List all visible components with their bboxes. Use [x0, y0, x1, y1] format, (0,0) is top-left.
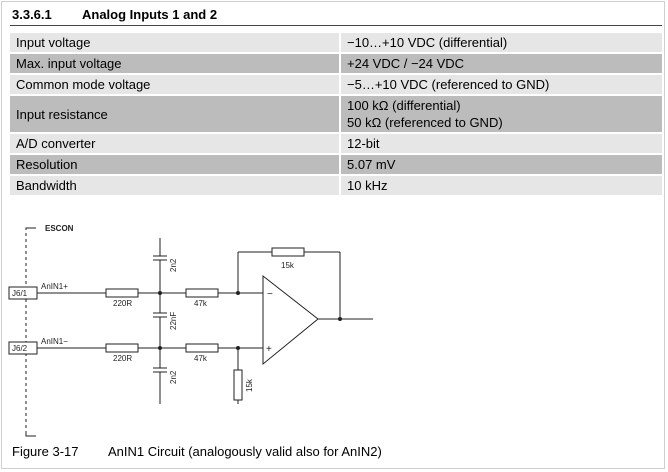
boundary-bracket: [25, 227, 36, 437]
resistor-220r-1: [105, 288, 139, 298]
resistor-47k-1: [185, 288, 219, 298]
section-heading: 3.3.6.1 Analog Inputs 1 and 2: [12, 7, 217, 22]
r-feedback-label: 15k: [281, 261, 295, 270]
junction-dot: [158, 346, 162, 350]
connector-label-1: J6/1: [12, 289, 28, 298]
section-number: 3.3.6.1: [12, 7, 52, 22]
table-row: Resolution 5.07 mV: [10, 155, 662, 174]
spec-label: Max. input voltage: [10, 54, 341, 73]
spec-label: A/D converter: [10, 134, 341, 153]
r-series1-label: 47k: [194, 299, 208, 308]
spec-value: 100 kΩ (differential) 50 kΩ (referenced …: [341, 96, 662, 132]
specs-table: Input voltage −10…+10 VDC (differential)…: [10, 31, 662, 197]
spec-label: Input voltage: [10, 33, 341, 52]
spec-value: +24 VDC / −24 VDC: [341, 54, 662, 73]
spec-value: 5.07 mV: [341, 155, 662, 174]
connector-j6-1: [8, 286, 38, 300]
table-row: Input voltage −10…+10 VDC (differential): [10, 33, 662, 52]
r-ground-label: 15k: [245, 378, 254, 392]
spec-label: Bandwidth: [10, 176, 341, 195]
opamp-minus-label: −: [267, 289, 273, 300]
table-row: Common mode voltage −5…+10 VDC (referenc…: [10, 75, 662, 94]
spec-value: −10…+10 VDC (differential): [341, 33, 662, 52]
junction-dot: [338, 317, 342, 321]
table-row: Bandwidth 10 kHz: [10, 176, 662, 195]
table-row: A/D converter 12-bit: [10, 134, 662, 153]
section-title: Analog Inputs 1 and 2: [82, 7, 218, 22]
junction-dot: [236, 291, 240, 295]
resistor-15k-fb: [271, 247, 305, 257]
signal-label-1: AnIN1+: [41, 282, 68, 291]
connector-j6-2: [8, 341, 38, 355]
c-mid-label: 22nF: [169, 312, 178, 330]
connector-label-2: J6/2: [12, 344, 28, 353]
figure-caption: Figure 3-17 AnIN1 Circuit (analogously v…: [12, 444, 382, 459]
table-row: Max. input voltage +24 VDC / −24 VDC: [10, 54, 662, 73]
spec-value: −5…+10 VDC (referenced to GND): [341, 75, 662, 94]
signal-label-2: AnIN1−: [41, 337, 68, 346]
r-input2-label: 220R: [113, 354, 132, 363]
spec-value: 10 kHz: [341, 176, 662, 195]
spec-label: Resolution: [10, 155, 341, 174]
c-bottom-label: 2n2: [169, 370, 178, 384]
junction-dot: [158, 291, 162, 295]
spec-value-line1: 100 kΩ (differential): [347, 98, 461, 113]
spec-value-line2: 50 kΩ (referenced to GND): [347, 115, 503, 130]
c-top-label: 2n2: [169, 258, 178, 272]
spec-label: Common mode voltage: [10, 75, 341, 94]
spec-value: 12-bit: [341, 134, 662, 153]
table-row: Input resistance 100 kΩ (differential) 5…: [10, 96, 662, 132]
opamp-plus-label: +: [266, 344, 272, 355]
boundary-label: ESCON: [45, 224, 74, 233]
r-series2-label: 47k: [194, 354, 208, 363]
heading-rule: [10, 25, 662, 26]
resistor-220r-2: [105, 343, 139, 353]
junction-dot: [236, 346, 240, 350]
opamp-triangle: [262, 274, 319, 366]
spec-label: Input resistance: [10, 96, 341, 132]
resistor-15k-gnd: [233, 369, 243, 401]
figure-number: Figure 3-17: [12, 444, 79, 459]
figure-text: AnIN1 Circuit (analogously valid also fo…: [108, 444, 382, 459]
resistor-47k-2: [185, 343, 219, 353]
r-input1-label: 220R: [113, 299, 132, 308]
